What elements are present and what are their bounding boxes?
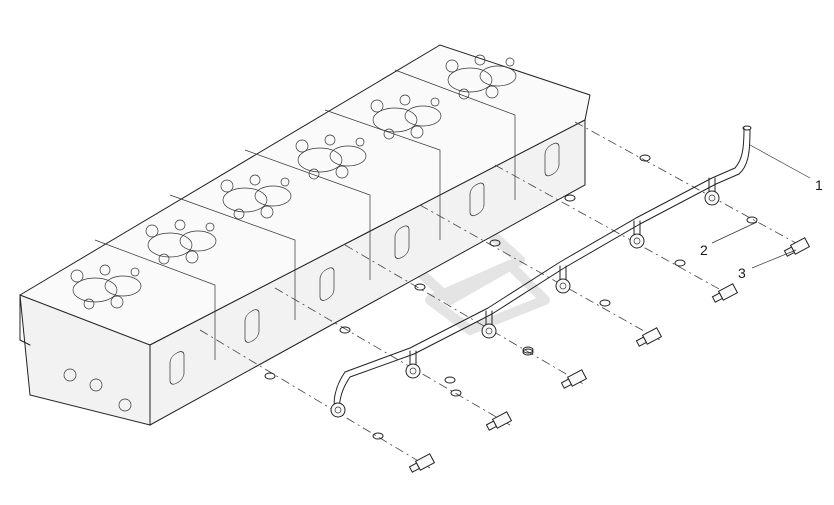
callout-1-label: 1: [815, 177, 823, 193]
cylinder-head-assembly: [19, 44, 591, 426]
callout-leaders: [711, 144, 811, 269]
seal-washers: [264, 154, 758, 440]
banjo-fittings: [330, 177, 720, 418]
valve-ports: [70, 54, 517, 310]
side-windows: [169, 142, 560, 385]
callout-2-label: 2: [700, 242, 708, 258]
assembly-centerlines: [199, 121, 806, 469]
end-face-ports: [63, 368, 132, 412]
banjo-bolts: [408, 237, 811, 473]
fuel-line-assembly: [330, 125, 752, 418]
head-separators: [94, 69, 516, 360]
callout-3-label: 3: [738, 265, 746, 281]
